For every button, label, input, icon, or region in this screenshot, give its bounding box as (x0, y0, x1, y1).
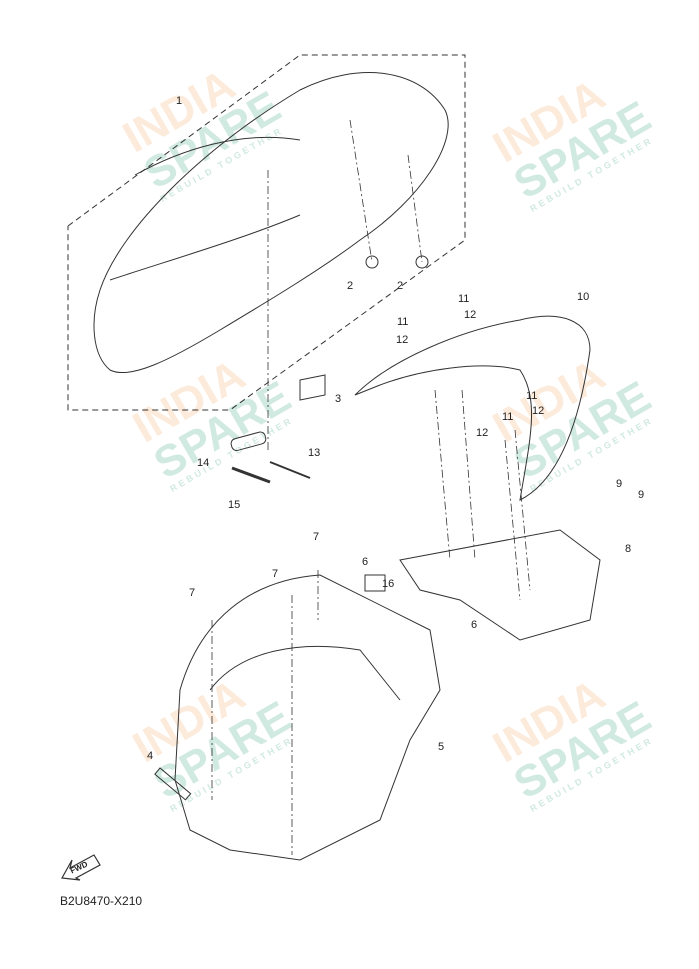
leader-lines (211, 119, 531, 855)
callout-6: 6 (471, 619, 478, 631)
callout-7: 7 (313, 531, 320, 543)
part-3 (299, 374, 326, 401)
seat (93, 72, 449, 374)
callout-3: 3 (335, 393, 342, 405)
part-13 (269, 461, 311, 479)
callout-12: 12 (532, 405, 545, 417)
callout-4: 4 (147, 750, 154, 762)
callout-2: 2 (397, 280, 404, 292)
callout-14: 14 (197, 457, 210, 469)
callout-15: 15 (228, 499, 241, 511)
callout-12: 12 (476, 427, 489, 439)
seat-outline-box (67, 54, 466, 411)
fwd-arrow (61, 854, 101, 881)
callout-6: 6 (362, 556, 369, 568)
callout-12: 12 (464, 309, 477, 321)
part-14 (230, 431, 267, 451)
callout-11: 11 (502, 411, 514, 423)
storage-box (174, 574, 441, 861)
callout-1: 1 (176, 95, 183, 107)
callout-7: 7 (189, 587, 196, 599)
part-16 (364, 574, 386, 592)
callout-10: 10 (577, 291, 590, 303)
callout-7: 7 (272, 568, 279, 580)
callout-16: 16 (382, 578, 395, 590)
callout-13: 13 (308, 447, 321, 459)
callout-11: 11 (526, 390, 538, 402)
callout-11: 11 (397, 316, 409, 328)
frame (399, 529, 601, 641)
part-15 (231, 466, 271, 484)
callout-12: 12 (396, 334, 409, 346)
rear-grip (354, 315, 591, 501)
callout-5: 5 (438, 741, 445, 753)
part-4 (154, 767, 192, 801)
diagram-code: B2U8470-X210 (60, 894, 143, 908)
callout-2: 2 (347, 280, 354, 292)
callout-9: 9 (616, 478, 623, 490)
callout-11: 11 (458, 293, 470, 305)
callout-8: 8 (625, 543, 632, 555)
callout-9: 9 (638, 489, 645, 501)
